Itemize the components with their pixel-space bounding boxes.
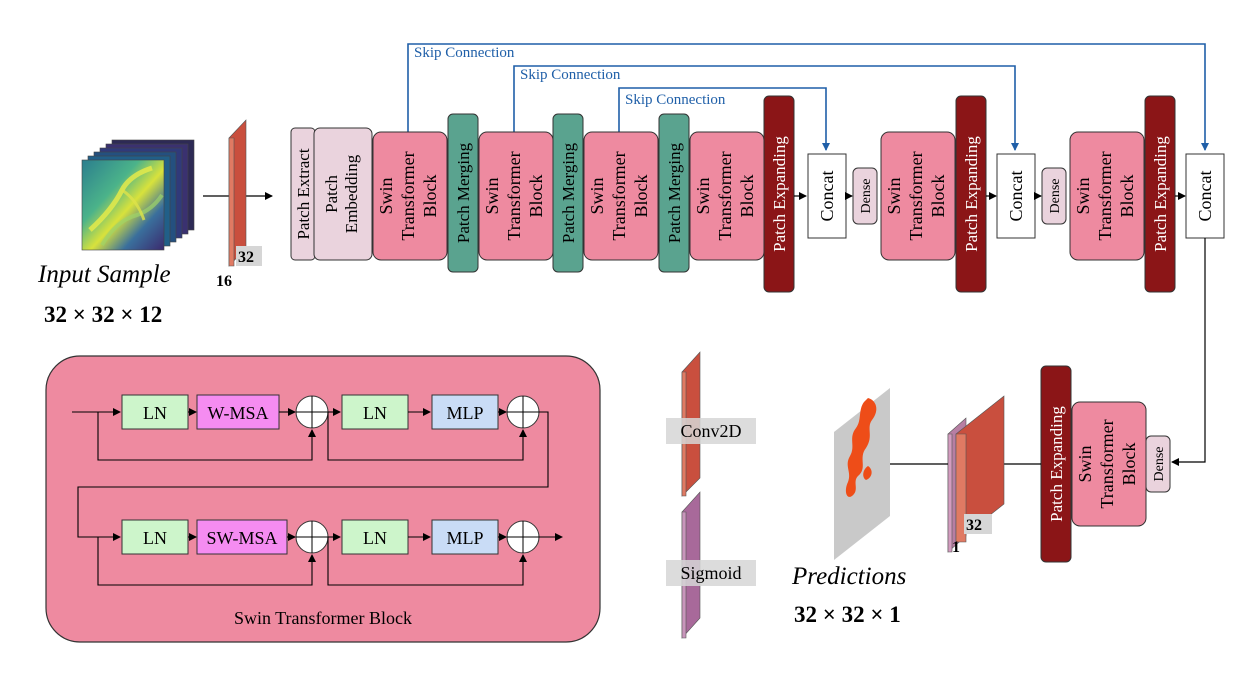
swin-transformer-block-5: Swin Transformer Block xyxy=(880,131,956,261)
input-image xyxy=(81,159,165,251)
swin-block-detail-title: Swin Transformer Block xyxy=(234,608,412,628)
patch-embedding-block: Patch Embedding xyxy=(313,127,373,261)
patch-merging-block-1: Patch Merging xyxy=(447,113,479,273)
svg-text:Patch Merging: Patch Merging xyxy=(454,142,473,243)
swin-transformer-block-1: Swin Transformer Block xyxy=(372,131,448,261)
patch-merging-block-2: Patch Merging xyxy=(552,113,584,273)
svg-text:Patch Expanding: Patch Expanding xyxy=(962,136,981,252)
svg-text:Swin: Swin xyxy=(1073,177,1093,214)
svg-text:Transformer: Transformer xyxy=(504,151,524,240)
svg-text:Swin: Swin xyxy=(693,177,713,214)
svg-text:Block: Block xyxy=(737,175,757,218)
svg-text:Concat: Concat xyxy=(1006,171,1026,222)
predictions-title: Predictions xyxy=(791,563,906,590)
patch-height-label: 16 xyxy=(216,273,232,290)
svg-text:Transformer: Transformer xyxy=(609,151,629,240)
swin-transformer-block-3: Swin Transformer Block xyxy=(583,131,659,261)
svg-text:Patch Merging: Patch Merging xyxy=(665,142,684,243)
swin-transformer-block-final: Swin Transformer Block xyxy=(1071,401,1147,527)
svg-text:Patch Expanding: Patch Expanding xyxy=(1047,406,1066,522)
skip-connection-label: Skip Connection xyxy=(625,92,726,108)
svg-text:Dense: Dense xyxy=(859,179,874,214)
row2-mlp: MLP xyxy=(446,528,483,548)
svg-text:Block: Block xyxy=(1117,175,1137,218)
svg-text:Transformer: Transformer xyxy=(398,151,418,240)
concat-block-1: Concat xyxy=(807,153,847,239)
patch-width-label: 32 xyxy=(238,249,254,266)
skip-connection-1: Skip Connection xyxy=(407,43,1209,151)
swin-transformer-block-2: Swin Transformer Block xyxy=(478,131,554,261)
swin-transformer-block-4: Swin Transformer Block xyxy=(689,131,765,261)
svg-text:Patch Extract: Patch Extract xyxy=(294,148,313,239)
svg-text:Dense: Dense xyxy=(1152,447,1167,482)
concat-block-2: Concat xyxy=(996,153,1036,239)
svg-text:Patch Expanding: Patch Expanding xyxy=(1151,136,1170,252)
svg-text:Swin: Swin xyxy=(376,177,396,214)
row2-ln-2: LN xyxy=(363,528,387,548)
conv-layer-input: 32 16 xyxy=(216,119,262,290)
input-sample-title: Input Sample xyxy=(37,261,171,288)
row1-wmsa: W-MSA xyxy=(207,403,268,423)
swin-transformer-block-6: Swin Transformer Block xyxy=(1069,131,1145,261)
patch-extract-block: Patch Extract xyxy=(290,127,316,261)
svg-text:Embedding: Embedding xyxy=(342,154,361,233)
legend-conv2d-label: Conv2D xyxy=(680,421,741,441)
concat-block-3: Concat xyxy=(1185,153,1225,239)
svg-text:Transformer: Transformer xyxy=(1097,419,1117,508)
svg-text:Block: Block xyxy=(928,175,948,218)
svg-text:Transformer: Transformer xyxy=(715,151,735,240)
skip-connection-2: Skip Connection xyxy=(513,65,1019,151)
svg-text:Block: Block xyxy=(631,175,651,218)
svg-text:Block: Block xyxy=(420,175,440,218)
svg-text:Block: Block xyxy=(526,175,546,218)
patch-expanding-block-3: Patch Expanding xyxy=(1144,95,1176,293)
dense-block-2: Dense xyxy=(1041,167,1067,225)
svg-text:Block: Block xyxy=(1119,443,1139,486)
legend-conv2d: Conv2D xyxy=(666,351,756,497)
svg-text:Transformer: Transformer xyxy=(906,151,926,240)
skip-connection-label: Skip Connection xyxy=(520,67,621,83)
svg-text:Patch Expanding: Patch Expanding xyxy=(770,136,789,252)
skip-connection-label: Skip Connection xyxy=(414,45,515,61)
dense-block-final: Dense xyxy=(1145,435,1171,493)
dense-block-1: Dense xyxy=(852,167,878,225)
output-width-label: 32 xyxy=(966,517,982,534)
legend-sigmoid: Sigmoid xyxy=(666,491,756,639)
input-sample-stack xyxy=(81,139,195,251)
svg-text:Swin: Swin xyxy=(1075,445,1095,482)
patch-expanding-block-2: Patch Expanding xyxy=(955,95,987,293)
skip-connection-3: Skip Connection xyxy=(618,87,830,151)
patch-expanding-block-1: Patch Expanding xyxy=(763,95,795,293)
svg-text:Patch: Patch xyxy=(322,175,341,213)
svg-text:Concat: Concat xyxy=(817,171,837,222)
svg-text:Transformer: Transformer xyxy=(1095,151,1115,240)
legend-sigmoid-label: Sigmoid xyxy=(680,563,741,583)
row2-swmsa: SW-MSA xyxy=(206,528,277,548)
row2-ln-1: LN xyxy=(143,528,167,548)
svg-text:Swin: Swin xyxy=(884,177,904,214)
svg-text:Dense: Dense xyxy=(1048,179,1063,214)
decoder-output-arrow xyxy=(1171,238,1206,466)
output-height-label: 1 xyxy=(952,539,960,556)
row1-ln-1: LN xyxy=(143,403,167,423)
row1-mlp: MLP xyxy=(446,403,483,423)
prediction-map xyxy=(834,388,890,560)
input-sample-shape: 32 × 32 × 12 xyxy=(44,302,162,327)
patch-expanding-block-final: Patch Expanding xyxy=(1040,365,1072,563)
row1-ln-2: LN xyxy=(363,403,387,423)
patch-merging-block-3: Patch Merging xyxy=(658,113,690,273)
svg-text:Swin: Swin xyxy=(482,177,502,214)
predictions-shape: 32 × 32 × 1 xyxy=(794,602,901,627)
svg-text:Patch Merging: Patch Merging xyxy=(559,142,578,243)
output-layers: 32 1 xyxy=(947,395,1005,556)
swin-block-detail-panel: Swin Transformer Block LN W-MSA LN MLP L… xyxy=(45,355,601,643)
svg-text:Concat: Concat xyxy=(1195,171,1215,222)
svg-text:Swin: Swin xyxy=(587,177,607,214)
